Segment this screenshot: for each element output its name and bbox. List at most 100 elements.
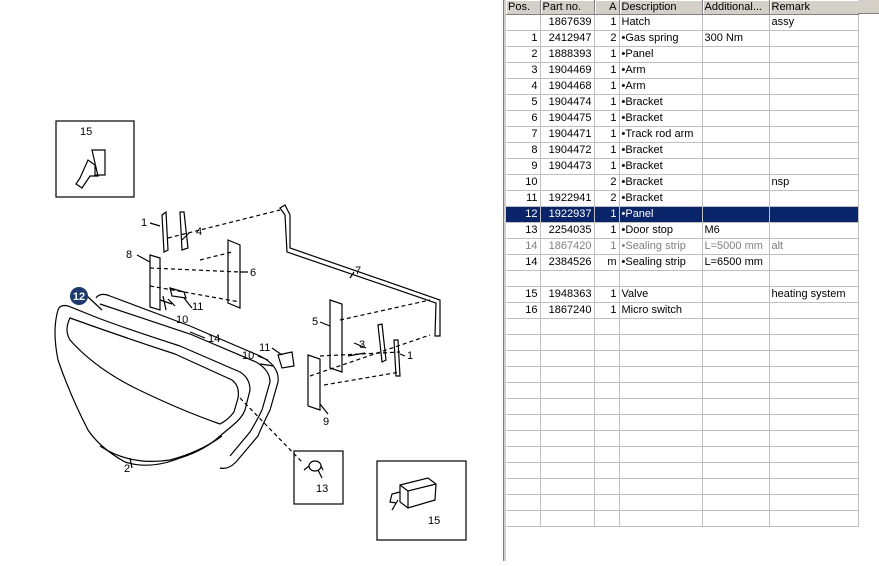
empty-cell [594,430,620,447]
empty-row [506,510,859,527]
cell-pos: 13 [506,222,541,239]
empty-row [506,478,859,495]
column-header-remark[interactable]: Remark [769,0,859,15]
empty-cell [702,446,770,463]
empty-cell [506,414,541,431]
cell-additional [702,302,770,319]
cell-description: •Bracket [619,158,703,175]
empty-cell [619,382,703,399]
cell-description: Micro switch [619,302,703,319]
cell-pos: 4 [506,78,541,95]
cell-additional [702,206,770,223]
empty-cell [540,366,595,383]
cell-pos: 1 [506,30,541,47]
column-header-description[interactable]: Description [619,0,703,15]
cell-remark [769,270,859,287]
cell-description: •Track rod arm [619,126,703,143]
inset-box-micro-switch [55,120,135,198]
empty-cell [702,366,770,383]
empty-row [506,318,859,335]
cell-remark [769,190,859,207]
cell-a: 1 [594,302,620,319]
empty-cell [540,510,595,527]
panel-outline [54,304,251,466]
cell-additional [702,190,770,207]
cell-pos: 14 [506,254,541,271]
column-header-a[interactable]: A [594,0,620,15]
empty-cell [619,478,703,495]
cell-additional: L=6500 mm [702,254,770,271]
empty-cell [506,478,541,495]
callout-7: 7 [355,265,361,277]
cell-pos: 7 [506,126,541,143]
diagram-svg: 15 1 4 8 6 7 11 10 14 5 3 1 11 10 9 2 13… [54,120,467,541]
cell-a: 2 [594,174,620,191]
callout-1: 1 [141,217,147,229]
empty-cell [619,334,703,351]
empty-row [506,350,859,367]
cell-pos [506,14,541,31]
splitter[interactable] [503,0,506,561]
column-header-pos[interactable]: Pos. [506,0,541,15]
cell-description: •Door stop [619,222,703,239]
callout-5: 5 [312,316,318,328]
empty-cell [769,398,859,415]
cell-additional [702,286,770,303]
cell-remark [769,206,859,223]
cell-a: 1 [594,94,620,111]
empty-cell [619,446,703,463]
highlighted-callout-12[interactable]: 12 [70,287,88,305]
empty-row [506,382,859,399]
empty-cell [702,478,770,495]
empty-cell [594,446,620,463]
cell-remark [769,78,859,95]
bracket-5 [329,299,343,373]
empty-cell [506,398,541,415]
cell-part-no: 1867639 [540,14,595,31]
cell-pos: 5 [506,94,541,111]
empty-cell [769,350,859,367]
cell-description: •Arm [619,78,703,95]
table-row[interactable] [506,270,859,287]
empty-cell [506,462,541,479]
cell-part-no: 1922941 [540,190,595,207]
parts-list-grid[interactable]: Pos. Part no. A Description Additional..… [506,0,879,561]
cell-pos: 8 [506,142,541,159]
empty-cell [540,494,595,511]
cell-additional: 300 Nm [702,30,770,47]
cell-pos: 14 [506,238,541,255]
callout-6: 6 [250,267,256,279]
cell-description: •Bracket [619,190,703,207]
cell-part-no: 2412947 [540,30,595,47]
callout-8: 8 [126,249,132,261]
cell-a: 1 [594,158,620,175]
cell-a: 1 [594,286,620,303]
empty-cell [594,510,620,527]
callout-13: 13 [316,483,328,495]
cell-part-no: 2254035 [540,222,595,239]
exploded-parts-diagram[interactable]: 15 1 4 8 6 7 11 10 14 5 3 1 11 10 9 2 13… [0,0,503,561]
micro-switch-shape [75,149,106,189]
empty-row [506,366,859,383]
empty-cell [769,318,859,335]
column-header-part-no[interactable]: Part no. [540,0,595,15]
column-header-additional[interactable]: Additional... [702,0,770,15]
